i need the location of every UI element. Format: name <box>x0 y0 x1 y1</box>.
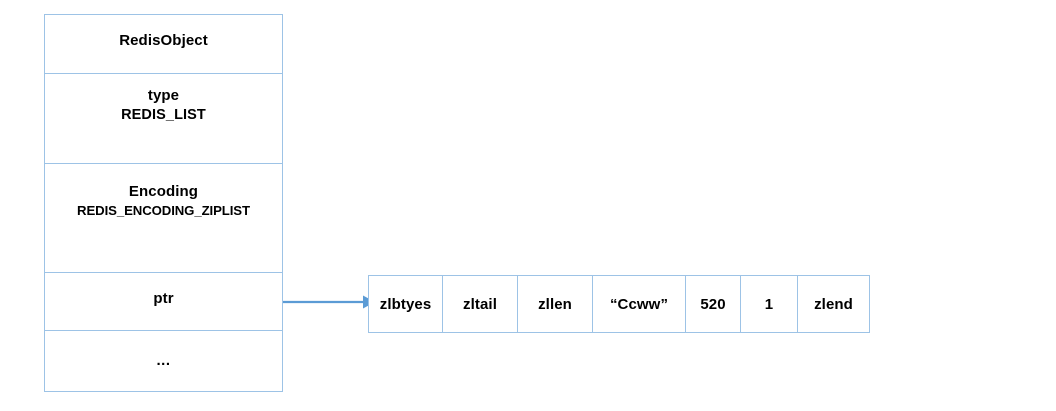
redis-object-field-more: ... <box>45 331 282 391</box>
redis-object-field-type: type REDIS_LIST <box>45 74 282 164</box>
redis-object-title: RedisObject <box>119 32 208 49</box>
ziplist-table: zlbtyes zltail zllen “Ccww” 520 1 zlend <box>368 275 870 333</box>
redis-object-field-encoding: Encoding REDIS_ENCODING_ZIPLIST <box>45 164 282 273</box>
redis-object-field-ptr: ptr <box>45 273 282 331</box>
field-type-label: type <box>147 87 180 104</box>
ziplist-cell-entry-string: “Ccww” <box>593 276 686 332</box>
ptr-to-ziplist-arrow <box>283 295 375 309</box>
field-encoding-label: Encoding <box>128 183 199 200</box>
field-encoding-value: REDIS_ENCODING_ZIPLIST <box>77 202 250 218</box>
field-more-label: ... <box>156 352 171 369</box>
redis-object-title-row: RedisObject <box>45 15 282 74</box>
ziplist-cell-zltail: zltail <box>443 276 518 332</box>
redis-object-box: RedisObject type REDIS_LIST Encoding RED… <box>44 14 283 392</box>
ziplist-cell-entry-1: 1 <box>741 276 798 332</box>
field-type-value: REDIS_LIST <box>121 106 206 123</box>
ziplist-cell-entry-520: 520 <box>686 276 741 332</box>
ziplist-cell-zlbtyes: zlbtyes <box>369 276 443 332</box>
ziplist-cell-zllen: zllen <box>518 276 593 332</box>
ziplist-cell-zlend: zlend <box>814 295 853 313</box>
field-ptr-label: ptr <box>153 290 174 307</box>
